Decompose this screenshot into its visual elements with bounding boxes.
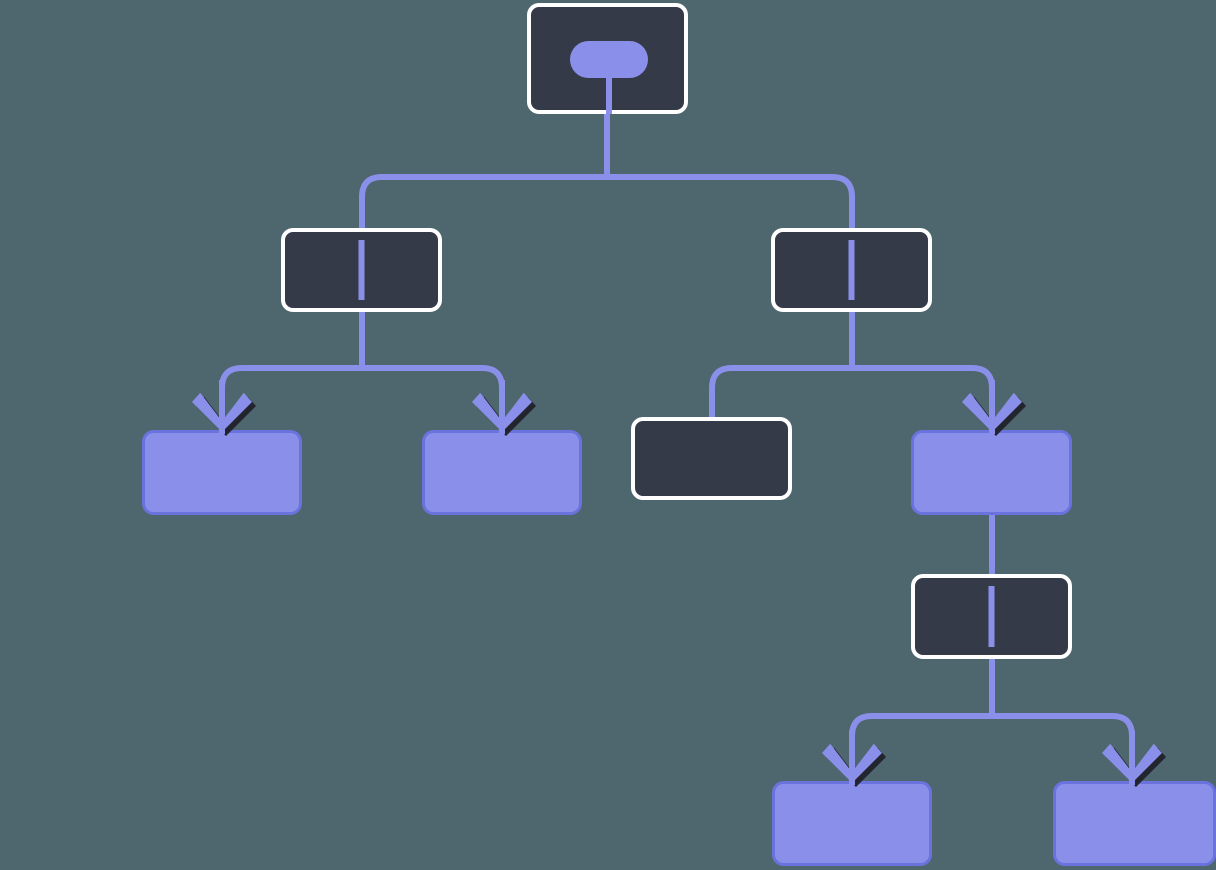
arrowhead-layer bbox=[192, 380, 1166, 787]
tree-node-purple[interactable] bbox=[422, 430, 582, 515]
tree-edge bbox=[709, 312, 855, 420]
node-body[interactable] bbox=[422, 430, 582, 515]
node-body[interactable] bbox=[911, 430, 1072, 515]
tree-node-purple[interactable] bbox=[911, 430, 1072, 515]
node-body[interactable] bbox=[142, 430, 302, 515]
tree-node-purple[interactable] bbox=[142, 430, 302, 515]
node-body[interactable] bbox=[772, 781, 932, 866]
chevron-down-arrow-icon bbox=[472, 392, 532, 432]
tree-node-purple[interactable] bbox=[1053, 781, 1216, 866]
tree-node-dark[interactable] bbox=[527, 3, 688, 114]
chevron-down-arrow-icon bbox=[192, 392, 252, 432]
tree-edge bbox=[604, 114, 855, 228]
chevron-down-arrow-icon bbox=[962, 392, 1022, 432]
node-pill-badge bbox=[570, 41, 648, 78]
chevron-down-arrow-icon bbox=[1102, 743, 1162, 783]
node-body[interactable] bbox=[1053, 781, 1216, 866]
chevron-down-arrow-icon bbox=[822, 743, 882, 783]
tree-node-dark[interactable] bbox=[631, 417, 792, 500]
node-layer bbox=[142, 3, 1216, 866]
edge-layer bbox=[219, 114, 1135, 796]
node-body[interactable] bbox=[631, 417, 792, 500]
tree-node-purple[interactable] bbox=[772, 781, 932, 866]
